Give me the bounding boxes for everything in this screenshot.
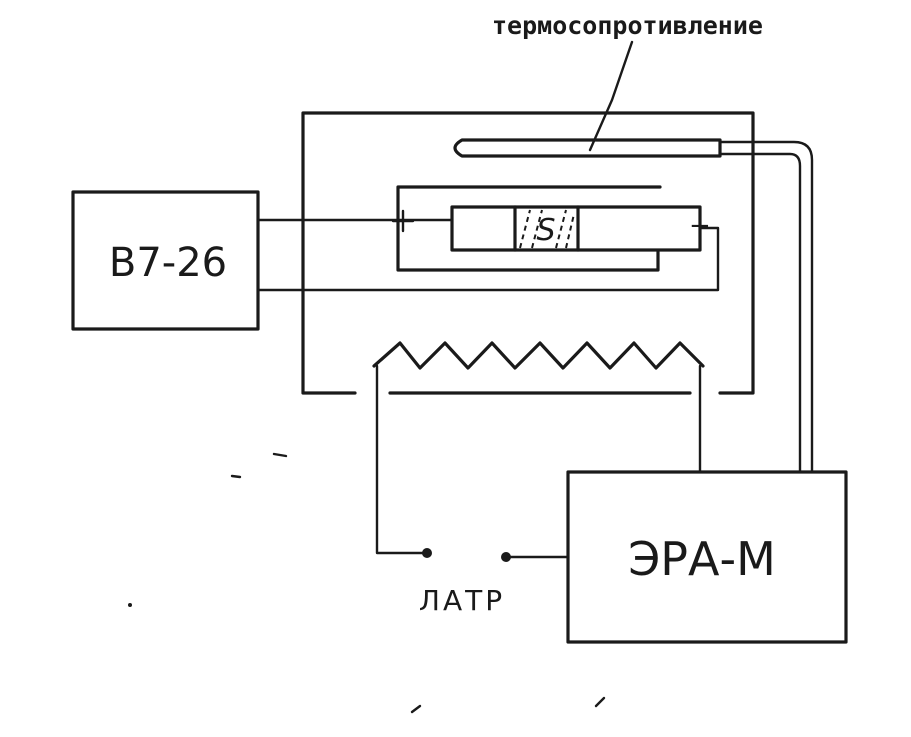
thermistor-label: термосопротивление	[492, 11, 763, 40]
regulator-box	[566, 470, 848, 644]
sample-bar	[450, 205, 702, 252]
sample-hatch	[519, 209, 531, 249]
plus-sign-right: +	[689, 211, 711, 241]
autotransformer-label: ЛАТР	[419, 584, 505, 617]
scan-speck	[594, 696, 606, 708]
heater-coil	[372, 341, 705, 370]
sample-label: S	[536, 213, 555, 248]
regulator-label: ЭРА-М	[628, 532, 776, 586]
scan-speck	[128, 603, 132, 607]
thermistor-element	[453, 138, 722, 158]
sample-hatch	[565, 213, 575, 249]
scan-speck	[410, 704, 422, 714]
furnace-enclosure	[301, 111, 755, 395]
heater-lead-left	[375, 364, 427, 555]
thermistor-lead-inner	[718, 152, 802, 474]
voltmeter-wire-bottom	[256, 226, 720, 292]
scan-speck	[272, 452, 288, 458]
sample-hatch	[531, 209, 543, 249]
sample-hatch	[555, 209, 567, 249]
latr-terminal-left	[422, 548, 432, 558]
thermistor-pointer-line	[588, 40, 634, 152]
scan-speck	[230, 474, 242, 479]
voltmeter-box	[71, 190, 260, 331]
thermistor-lead-outer	[718, 140, 814, 474]
sample-holder-bracket	[396, 185, 662, 272]
voltmeter-label: B7-26	[109, 240, 227, 286]
